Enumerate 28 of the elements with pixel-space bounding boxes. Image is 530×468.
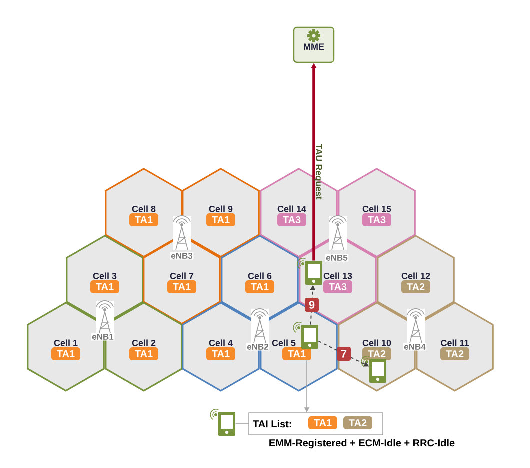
base-station-label: eNB1: [91, 333, 115, 341]
phone-icon: [210, 409, 236, 436]
base-station-label: eNB4: [403, 343, 427, 351]
badge: TA3: [362, 214, 392, 226]
badge: TA1: [206, 214, 236, 226]
badge: TA2: [440, 347, 470, 360]
phone-icon: [297, 258, 322, 285]
state-caption: EMM-Registered + ECM-Idle + RRC-Idle: [270, 439, 455, 449]
badge: TA3: [324, 280, 352, 294]
badge: TA1: [308, 416, 338, 430]
step-number: 7: [337, 347, 351, 361]
phone-icon: [293, 322, 318, 349]
badge: TA3: [278, 214, 306, 226]
badge: TA1: [130, 214, 158, 226]
base-station-label: eNB3: [170, 252, 194, 260]
badge: TA1: [130, 347, 158, 360]
base-station-label: eNB5: [325, 254, 349, 262]
base-station-label: eNB2: [246, 343, 270, 351]
step-number: 9: [305, 298, 319, 312]
phone-icon: [361, 356, 386, 383]
badge: TA1: [206, 347, 236, 360]
badge: TA1: [246, 280, 274, 294]
badge: TA2: [402, 280, 430, 294]
mme-box: MME: [293, 26, 335, 64]
badge: TA2: [344, 416, 372, 430]
badge: TA1: [168, 280, 196, 294]
badge: TA1: [90, 280, 120, 294]
badge: TA1: [52, 347, 80, 360]
